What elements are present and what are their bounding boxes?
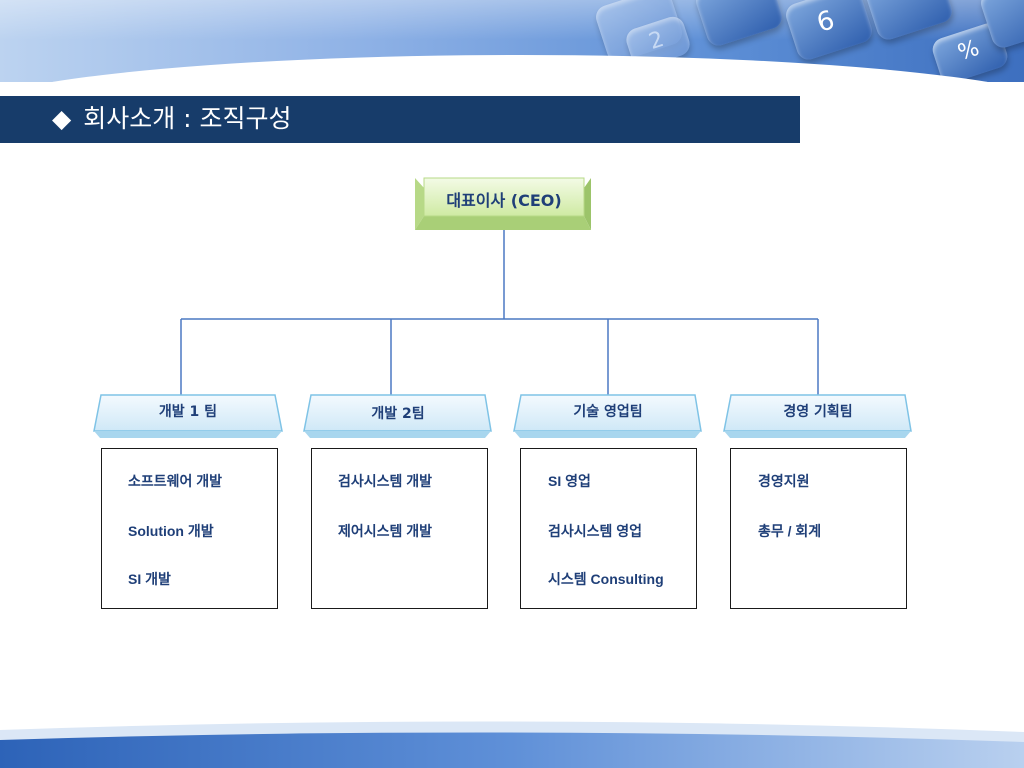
duty-item: 시스템 Consulting [548,571,664,587]
team-label-3: 기술 영업팀 [573,404,643,420]
duty-item: 총무 / 회계 [758,523,822,539]
duty-item: Solution 개발 [128,523,214,539]
title-bar: ◆ 회사소개 : 조직구성 [0,96,800,143]
duty-item: SI 개발 [128,571,171,587]
duty-box-2: 검사시스템 개발 제어시스템 개발 [311,448,488,609]
header-banner: 2 6 % [0,0,1024,82]
team-label-2: 개발 2팀 [371,406,425,422]
duty-box-1: 소프트웨어 개발 Solution 개발 SI 개발 [101,448,278,609]
duty-box-4: 경영지원 총무 / 회계 [730,448,907,609]
team-banner-3 [513,394,702,438]
duty-box-3: SI 영업 검사시스템 영업 시스템 Consulting [520,448,697,609]
team-banner-1 [93,394,283,438]
team-banner-4 [723,394,912,438]
team-banner-2 [303,394,492,438]
duty-item: 검사시스템 개발 [338,473,433,489]
duty-item: 경영지원 [758,473,810,489]
connector-lines [180,230,819,396]
footer-wave [0,721,1024,768]
page-title: ◆ 회사소개 : 조직구성 [52,101,292,137]
ceo-box [415,177,591,230]
ceo-label: 대표이사 (CEO) [446,191,562,210]
team-label-4: 경영 기획팀 [783,404,853,420]
duty-item: 검사시스템 영업 [548,523,643,539]
team-label-1: 개발 1 팀 [158,404,218,420]
page-title-text: 회사소개 : 조직구성 [83,104,292,133]
duty-item: SI 영업 [548,473,591,489]
duty-item: 제어시스템 개발 [338,523,433,539]
diamond-bullet-icon: ◆ [52,104,72,133]
duty-item: 소프트웨어 개발 [128,473,223,489]
